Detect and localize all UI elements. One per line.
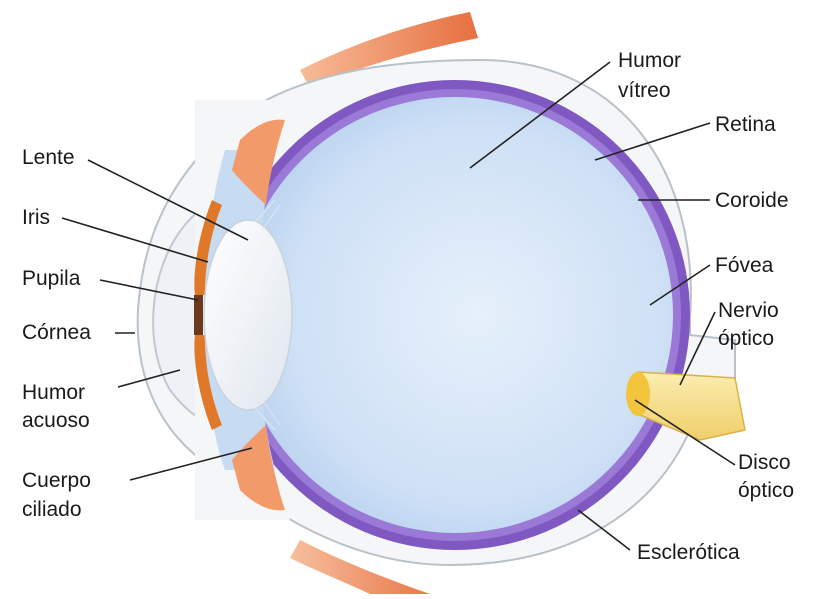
label-humor-vitreo-2: vítreo <box>618 78 671 103</box>
label-fovea: Fóvea <box>715 253 773 278</box>
label-pupila: Pupila <box>22 266 80 291</box>
label-coroide: Coroide <box>715 188 789 213</box>
label-humor-acuoso-1: Humor <box>22 380 85 405</box>
label-disco-optico-1: Disco <box>738 450 791 475</box>
label-retina: Retina <box>715 112 776 137</box>
optic-disc <box>626 372 650 416</box>
pupil-edge <box>194 295 203 335</box>
label-cuerpo-ciliado-1: Cuerpo <box>22 468 91 493</box>
label-nervio-optico-2: óptico <box>718 326 774 351</box>
label-esclerotica: Esclerótica <box>637 540 740 565</box>
label-humor-vitreo-1: Humor <box>618 48 681 73</box>
label-cuerpo-ciliado-2: ciliado <box>22 497 82 522</box>
label-iris: Iris <box>22 205 50 230</box>
label-cornea: Córnea <box>22 320 91 345</box>
vitreous-body <box>237 97 673 533</box>
lens <box>204 220 292 410</box>
label-nervio-optico-1: Nervio <box>718 298 779 323</box>
label-disco-optico-2: óptico <box>738 478 794 503</box>
label-humor-acuoso-2: acuoso <box>22 408 90 433</box>
label-lente: Lente <box>22 145 75 170</box>
